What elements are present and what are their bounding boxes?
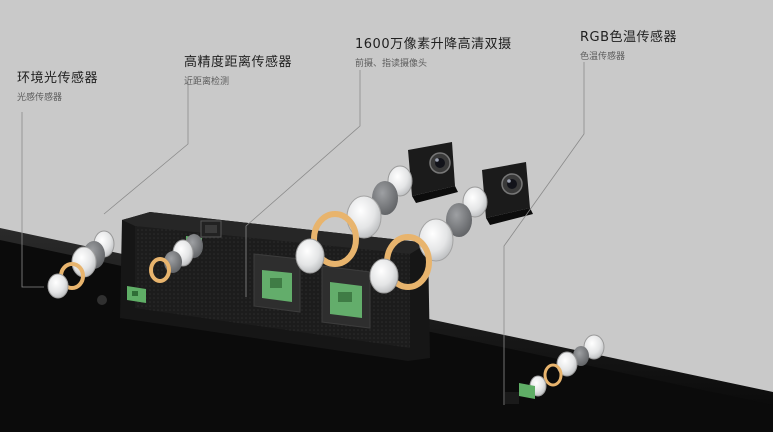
camera-stack-left [295,142,458,274]
leader-line-ambient [21,112,44,288]
label-proximity: 高精度距离传感器 近距离检测 [184,51,292,87]
proximity-sensor-stack [149,234,203,283]
camera-module-right [321,265,371,329]
label-rgb-sensor: RGB色温传感器 色温传感器 [580,26,677,62]
label-proximity-title: 高精度距离传感器 [184,55,293,70]
label-ambient-light: 环境光传感器 光感传感器 [17,67,98,103]
label-ambient-light-subtitle: 光感传感器 [17,93,63,103]
label-dual-camera-subtitle: 前摄、指读摄像头 [355,59,428,69]
leader-line-rgb [503,62,585,405]
leader-line-proximity [103,82,189,215]
camera-module-left [253,253,301,313]
label-dual-camera: 1600万像素升降高清双摄 前摄、指读摄像头 [355,33,512,69]
ambient-sensor-stack [47,230,115,305]
rgb-sensor-stack [505,334,605,404]
pcb-small-left [127,286,146,303]
leader-line-camera [245,70,361,297]
camera-stack-right [369,162,533,294]
label-ambient-light-title: 环境光传感器 [17,71,99,86]
label-rgb-sensor-subtitle: 色温传感器 [580,52,626,62]
camera-housing-top [122,212,428,254]
label-proximity-subtitle: 近距离检测 [184,77,230,87]
leader-lines [21,62,585,405]
label-rgb-sensor-title: RGB色温传感器 [580,30,678,45]
label-dual-camera-title: 1600万像素升降高清双摄 [355,37,512,52]
